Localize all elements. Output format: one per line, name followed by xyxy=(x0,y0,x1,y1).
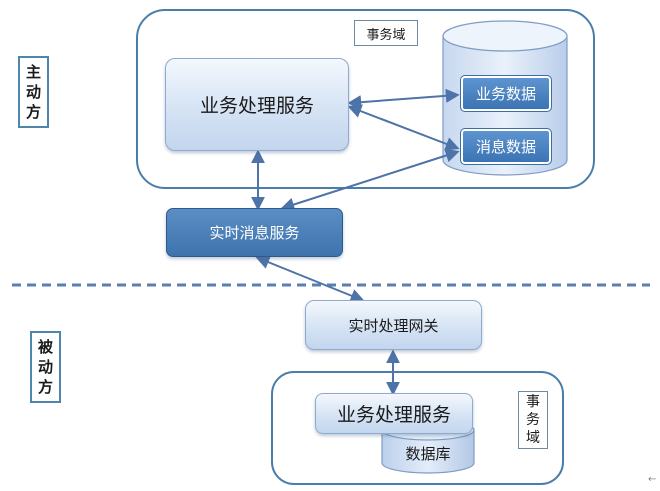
arrow-service-message-data xyxy=(347,104,460,151)
arrow-realtime-gateway xyxy=(255,255,365,303)
top-domain-tag: 事务域 xyxy=(354,20,418,46)
active-side-label: 主 动 方 xyxy=(18,56,49,128)
realtime-processing-gateway[interactable]: 实时处理网关 xyxy=(305,300,482,350)
bottom-domain-tag: 事 务 域 xyxy=(518,391,548,449)
passive-side-label: 被 动 方 xyxy=(30,331,61,403)
top-business-service[interactable]: 业务处理服务 xyxy=(165,58,349,151)
arrow-service-business-data xyxy=(347,88,460,110)
bottom-business-service[interactable]: 业务处理服务 xyxy=(315,393,473,434)
corner-arrow-icon: ← xyxy=(648,474,657,485)
arrow-message-data-realtime xyxy=(280,148,460,212)
realtime-message-service[interactable]: 实时消息服务 xyxy=(166,208,343,257)
business-data-chip[interactable]: 业务数据 xyxy=(460,75,552,112)
database-label: 数据库 xyxy=(405,444,451,463)
message-data-chip[interactable]: 消息数据 xyxy=(460,128,552,165)
